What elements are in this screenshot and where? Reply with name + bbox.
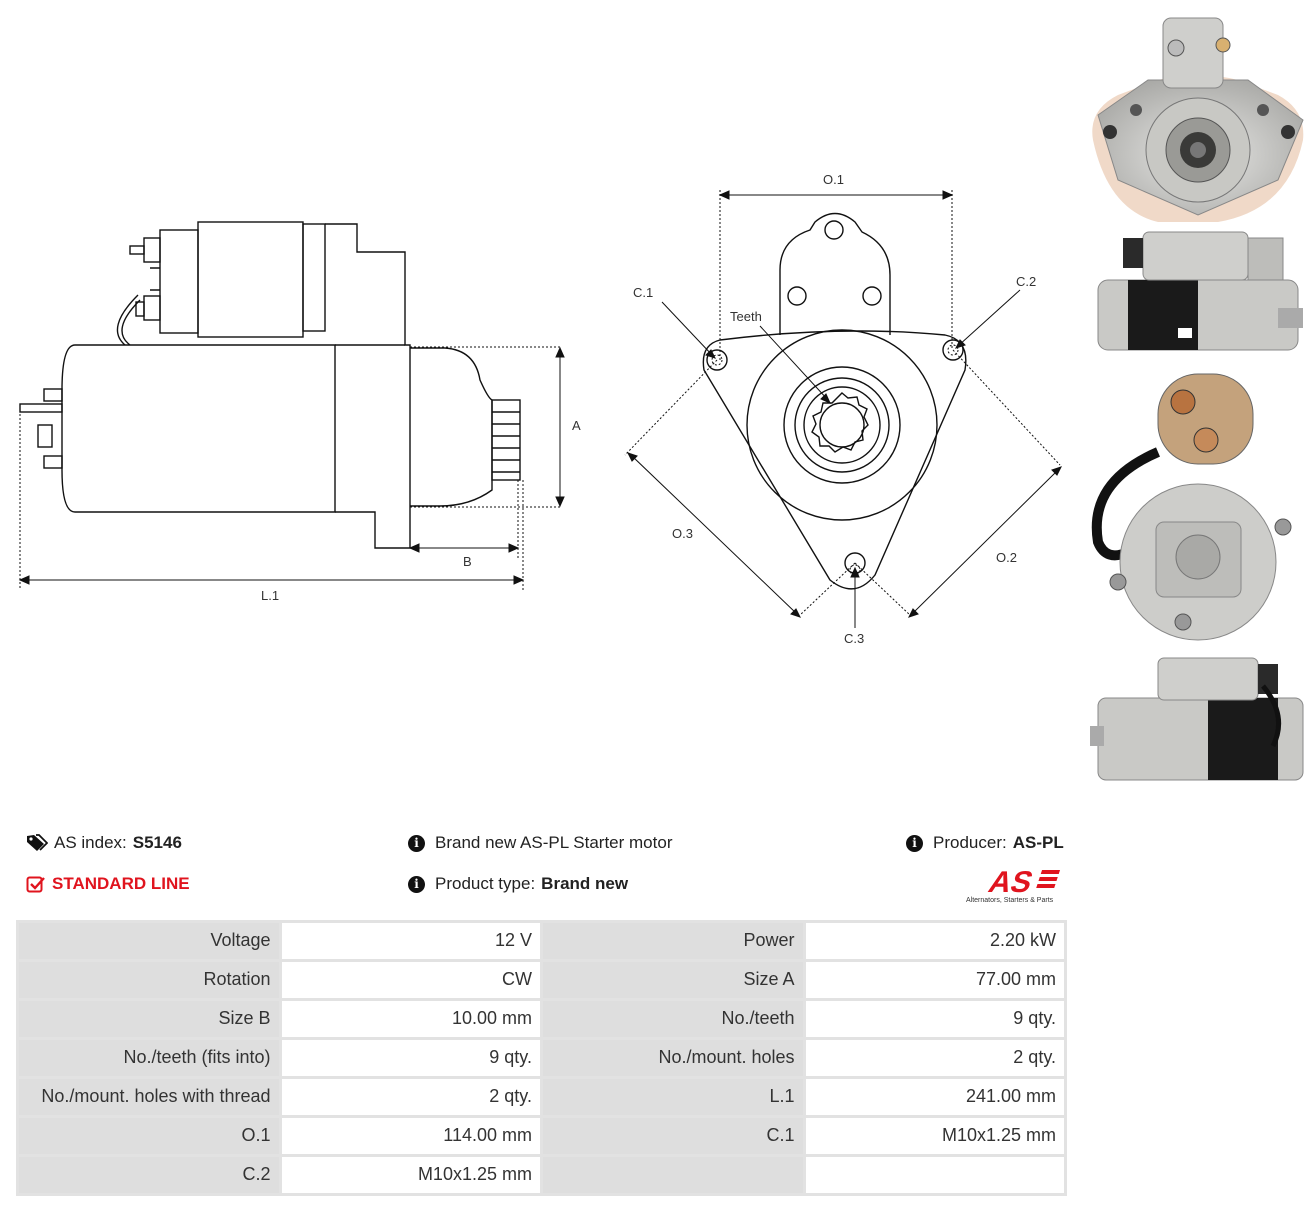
spec-value: M10x1.25 mm (278, 1154, 543, 1196)
spec-value: 2 qty. (278, 1076, 543, 1118)
label-o1: O.1 (823, 172, 844, 187)
front-view-drawing: O.1 O.2 O.3 C.1 C.2 C.3 Teeth (624, 172, 1062, 646)
label-c3: C.3 (844, 631, 864, 646)
spec-label: No./teeth (fits into) (16, 1037, 282, 1079)
label-c2: C.2 (1016, 274, 1036, 289)
as-index: AS index: S5146 (26, 833, 182, 853)
product-type-label: Product type: (435, 874, 536, 893)
label-teeth: Teeth (730, 309, 762, 324)
spec-label: Voltage (16, 920, 282, 962)
label-a: A (572, 418, 581, 433)
label-c1: C.1 (633, 285, 653, 300)
info-circle-icon: i (408, 875, 425, 893)
producer-label: Producer: (933, 833, 1007, 852)
spec-value: 114.00 mm (278, 1115, 543, 1157)
spec-label: Size A (539, 959, 806, 1001)
product-photo-side-2 (1090, 657, 1304, 781)
spec-value: 77.00 mm (802, 959, 1068, 1001)
spec-label: C.1 (539, 1115, 806, 1157)
spec-value: 9 qty. (802, 998, 1068, 1040)
spec-label: No./teeth (539, 998, 806, 1040)
spec-value: 10.00 mm (278, 998, 543, 1040)
side-view-drawing: A B L.1 (18, 221, 581, 603)
producer: i Producer: AS-PL (906, 833, 1064, 853)
spec-label: L.1 (539, 1076, 806, 1118)
as-index-value: S5146 (132, 833, 182, 852)
standard-line-label: STANDARD LINE (52, 874, 190, 893)
label-o3: O.3 (672, 526, 693, 541)
svg-text:AS: AS (985, 865, 1038, 896)
as-index-label: AS index: (54, 833, 127, 852)
as-logo-mark: AS (985, 865, 1061, 899)
spec-value: 12 V (278, 920, 543, 962)
spec-value: 9 qty. (278, 1037, 543, 1079)
spec-label: O.1 (16, 1115, 282, 1157)
spec-label: C.2 (16, 1154, 282, 1196)
spec-label: Power (539, 920, 806, 962)
spec-value: 2.20 kW (802, 920, 1068, 962)
spec-label: No./mount. holes (539, 1037, 806, 1079)
spec-value: 2 qty. (802, 1037, 1068, 1079)
spec-label: Size B (16, 998, 282, 1040)
product-photo-side (1097, 231, 1303, 351)
logo-tagline: Alternators, Starters & Parts (966, 897, 1054, 904)
info-circle-icon: i (906, 834, 923, 852)
tags-icon (27, 834, 48, 851)
product-photo-front (1092, 17, 1304, 222)
description: i Brand new AS-PL Starter motor (408, 833, 672, 853)
check-square-icon (26, 876, 45, 893)
label-o2: O.2 (996, 550, 1017, 565)
spec-label (539, 1154, 806, 1196)
spec-value: M10x1.25 mm (802, 1115, 1068, 1157)
label-l1: L.1 (261, 588, 279, 603)
description-text: Brand new AS-PL Starter motor (435, 833, 673, 852)
standard-line: STANDARD LINE (26, 874, 190, 894)
product-type-value: Brand new (541, 874, 629, 893)
spec-value: CW (278, 959, 543, 1001)
product-photo-rear (1091, 373, 1292, 641)
as-logo: AS Alternators, Starters & Parts (962, 864, 1068, 906)
spec-value (802, 1154, 1068, 1196)
spec-value: 241.00 mm (802, 1076, 1068, 1118)
label-b: B (463, 554, 472, 569)
spec-label: No./mount. holes with thread (16, 1076, 282, 1118)
product-type: i Product type: Brand new (408, 874, 628, 894)
spec-label: Rotation (16, 959, 282, 1001)
info-circle-icon: i (408, 834, 425, 852)
producer-value: AS-PL (1012, 833, 1064, 852)
table-row: No./teeth (fits into)9 qty.No./mount. ho… (16, 1037, 1068, 1079)
